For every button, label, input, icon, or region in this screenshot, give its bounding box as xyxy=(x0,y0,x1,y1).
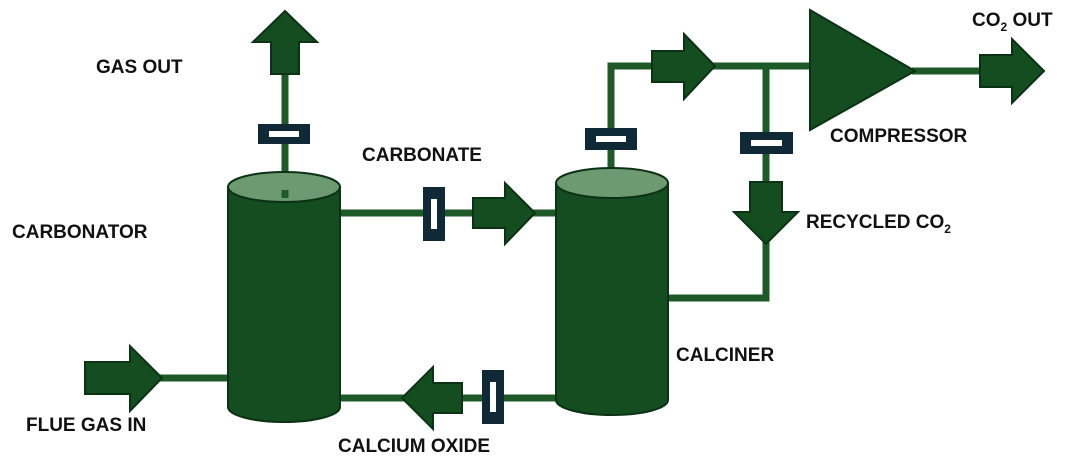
calciner-top xyxy=(555,167,669,199)
label-calciner: CALCINER xyxy=(676,345,774,366)
calciner-body xyxy=(555,182,669,416)
recycled-co2-arrow-icon xyxy=(731,181,801,246)
carbonate-arrow-icon xyxy=(472,180,537,247)
calciner-vessel xyxy=(555,167,669,416)
valve-calcium-oxide-icon xyxy=(482,370,504,424)
calciner-outlet-arrow-icon xyxy=(651,31,717,102)
label-compressor: COMPRESSOR xyxy=(830,126,968,147)
flue-gas-in-arrow-icon xyxy=(84,343,164,414)
valve-carbonate-icon xyxy=(423,187,445,241)
pipe-recycle-return xyxy=(666,240,770,302)
valves xyxy=(258,124,793,424)
valve-calciner-outlet-icon xyxy=(585,128,637,150)
label-recycled-co2-main: RECYCLED CO xyxy=(806,212,944,233)
labels: GAS OUT CARBONATE CARBONATOR FLUE GAS IN… xyxy=(12,10,1053,457)
co2-out-arrow-icon xyxy=(979,36,1046,106)
label-co2-out: CO2 OUT xyxy=(972,10,1053,34)
calcium-oxide-arrow-icon xyxy=(400,364,463,432)
label-calcium-oxide: CALCIUM OXIDE xyxy=(338,436,490,457)
label-carbonate: CARBONATE xyxy=(362,145,482,166)
label-gas-out: GAS OUT xyxy=(96,57,183,78)
pipe-calciner-outlet xyxy=(607,62,812,183)
carbonator-body xyxy=(227,186,341,423)
carbonator-top xyxy=(227,171,341,203)
label-co2-out-tail: OUT xyxy=(1007,10,1053,31)
label-carbonator: CARBONATOR xyxy=(12,222,148,243)
label-recycled-co2: RECYCLED CO2 xyxy=(806,212,951,236)
gas-out-arrow-icon xyxy=(250,9,320,75)
label-recycled-co2-sub: 2 xyxy=(944,222,951,236)
carbonator-vessel xyxy=(227,171,341,423)
label-flue-gas-in: FLUE GAS IN xyxy=(26,415,146,436)
label-co2-out-sub: 2 xyxy=(1001,20,1008,34)
compressor-symbol xyxy=(809,8,918,132)
label-co2-out-main: CO xyxy=(972,10,1001,31)
valve-gas-out-icon xyxy=(258,124,310,144)
arrows xyxy=(84,9,1046,432)
valve-recycle-icon xyxy=(740,132,793,154)
